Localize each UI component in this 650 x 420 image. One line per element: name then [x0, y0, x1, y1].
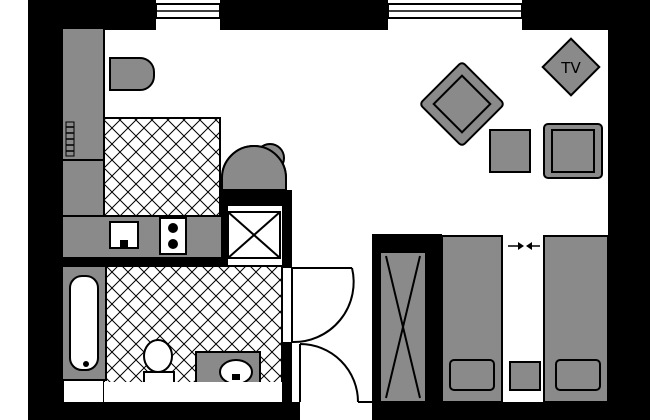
bathroom: [61, 265, 283, 403]
wall-bath-top: [62, 256, 222, 266]
wall-shaft-top: [218, 190, 292, 206]
toilet-icon: [143, 339, 175, 385]
beds: [441, 235, 609, 403]
wall-bottom-right: [372, 402, 650, 420]
washbasin-icon: [219, 359, 253, 385]
tv-label: TV: [560, 59, 581, 77]
nightstand-icon: [509, 361, 541, 391]
walls: [28, 0, 650, 420]
kitchen-tile-floor: [103, 117, 221, 217]
windows: [155, 3, 523, 19]
shaft: [227, 211, 281, 259]
armchair-icon: [543, 123, 603, 179]
wall-wardrobe-left: [372, 234, 380, 420]
wardrobe: [379, 251, 427, 403]
vent-icon: [65, 121, 75, 157]
coffee-table-icon: [489, 129, 531, 173]
pillow-left-icon: [449, 359, 495, 391]
bathroom-door-icon: [291, 267, 355, 344]
pillow-right-icon: [555, 359, 601, 391]
wall-bath-right: [282, 190, 292, 268]
wall-left: [28, 0, 64, 420]
wall-wardrobe-top: [372, 234, 442, 252]
living-room: TV: [420, 37, 603, 179]
push-together-arrows-icon: [508, 242, 540, 250]
doors: [291, 267, 372, 403]
wall-top-mid: [220, 0, 388, 30]
wall-wardrobe-right: [426, 234, 442, 420]
entrance-door-icon: [299, 343, 372, 403]
tv-icon: TV: [541, 37, 601, 97]
wall-bath-right-lower: [282, 342, 292, 404]
wall-top-left: [28, 0, 156, 30]
armchair-rotated-icon: [420, 62, 504, 146]
wall-bottom-left: [28, 402, 300, 420]
kitchen-counter-bottom: [61, 215, 223, 259]
wall-right: [608, 0, 650, 420]
kitchen: [61, 27, 287, 259]
kitchen-hood-icon: [109, 57, 155, 91]
